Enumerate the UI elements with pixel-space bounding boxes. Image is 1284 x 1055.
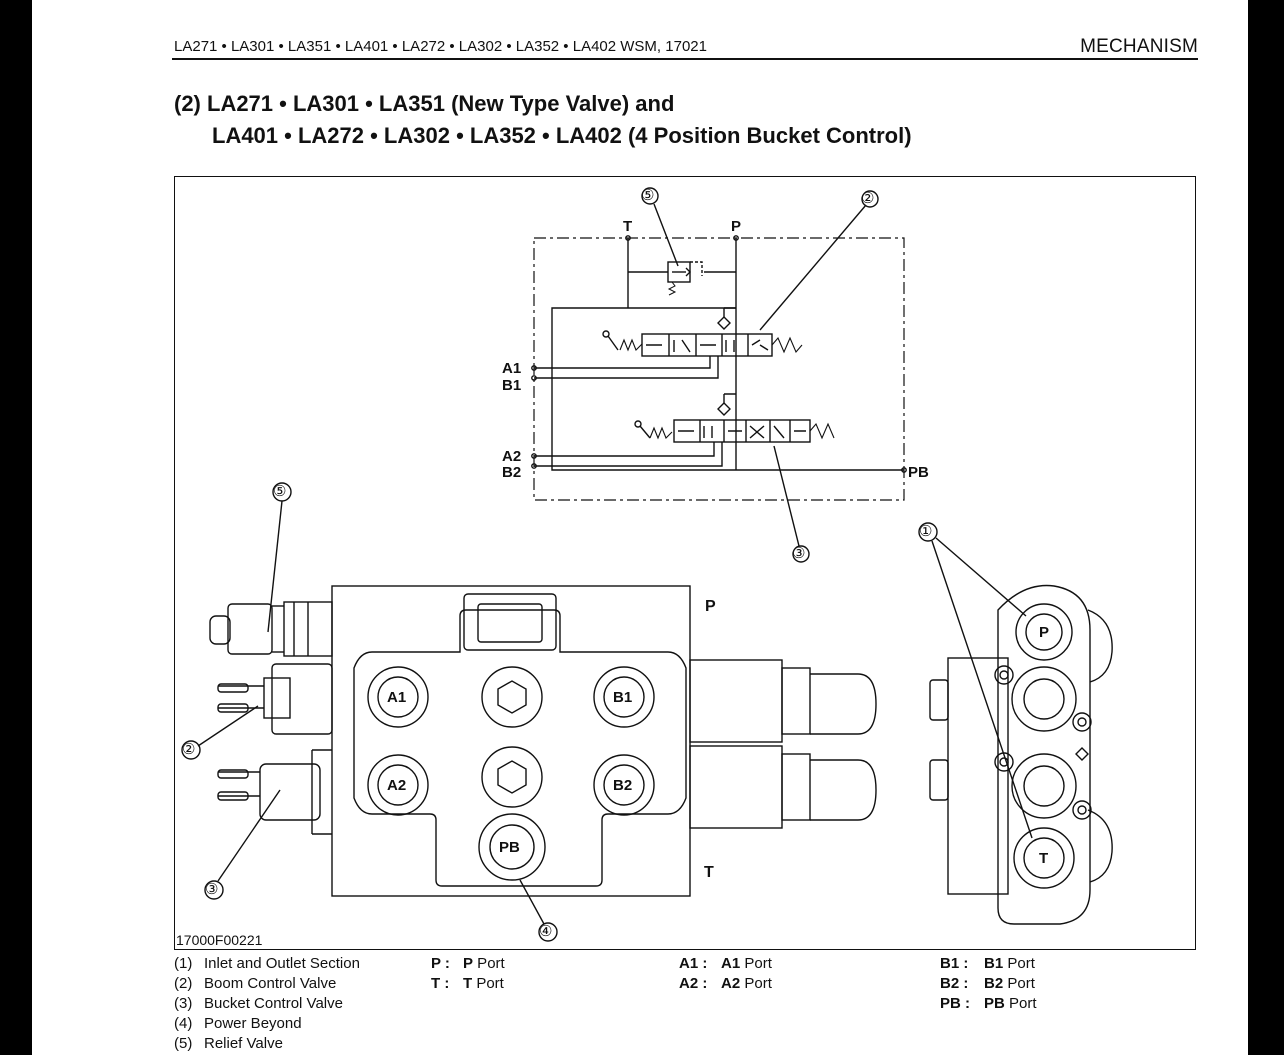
manual-page: LA271 • LA301 • LA351 • LA401 • LA272 • …: [32, 0, 1248, 1055]
callout-inlet-outlet: [918, 522, 1033, 839]
header-rule: [172, 58, 1198, 60]
legend-port: B2 :B2 Port: [940, 975, 1035, 992]
hydraulic-schematic: [531, 235, 907, 501]
legend-item: (5)Relief Valve: [174, 1035, 283, 1052]
legend-ports-b: B1 :B1 Port B2 :B2 Port PB :PB Port: [940, 954, 1037, 1014]
schematic-t-label: T: [623, 218, 633, 235]
side-p-label: P: [1039, 624, 1050, 641]
callout-2-schematic: ②: [861, 190, 875, 207]
callout-boom-front: [181, 705, 259, 760]
legend-port: P :P Port: [431, 955, 505, 972]
callout-5-schematic: ⑤: [641, 187, 655, 204]
legend-parts: (1)Inlet and Outlet Section (2)Boom Cont…: [174, 954, 360, 1054]
port-b2-label: B2: [613, 777, 633, 794]
legend-item: (2)Boom Control Valve: [174, 975, 337, 992]
schematic-a1-label: A1: [502, 360, 522, 377]
schematic-p-label: P: [731, 218, 742, 235]
figure-frame: [174, 176, 1196, 950]
port-b1-label: B1: [613, 689, 633, 706]
legend-port: A1 :A1 Port: [679, 955, 772, 972]
legend-port: PB :PB Port: [940, 995, 1037, 1012]
valve-body-side: [929, 584, 1113, 925]
side-t-label: T: [1039, 850, 1049, 867]
legend-ports-pt: P :P Port T :T Port: [431, 954, 505, 994]
legend-item: (4)Power Beyond: [174, 1015, 302, 1032]
header-section: MECHANISM: [1080, 36, 1198, 57]
callout-relief-front: [267, 482, 292, 633]
callout-3-front: ③: [205, 881, 219, 898]
callout-4-front: ④: [539, 923, 553, 940]
schematic-b1-label: B1: [502, 377, 522, 394]
body-p-label: P: [705, 598, 716, 615]
title-line-2: LA401 • LA272 • LA302 • LA352 • LA402 (4…: [212, 123, 912, 148]
port-a2-label: A2: [387, 777, 407, 794]
body-t-label: T: [704, 864, 714, 881]
callout-relief-schematic: [641, 187, 679, 267]
legend-port: B1 :B1 Port: [940, 955, 1035, 972]
legend-port: A2 :A2 Port: [679, 975, 772, 992]
valve-illustration: [181, 187, 1113, 942]
legend-ports-a: A1 :A1 Port A2 :A2 Port: [679, 954, 772, 994]
callout-3-schematic: ③: [792, 545, 806, 562]
title-line-1: (2) LA271 • LA301 • LA351 (New Type Valv…: [174, 91, 675, 116]
schematic-b2-label: B2: [502, 464, 522, 481]
callout-bucket-schematic: [773, 445, 810, 563]
header-models: LA271 • LA301 • LA351 • LA401 • LA272 • …: [174, 38, 707, 55]
callout-bucket-front: [204, 789, 281, 900]
figure-code: 17000F00221: [176, 932, 263, 948]
figure-text-layer: ⑤ ② ③ ⑤ ② ③ ④ ① T P A1 B1 A2 B2 PB P T A…: [32, 0, 1248, 1055]
legend-item: (3)Bucket Control Valve: [174, 995, 343, 1012]
legend-item: (1)Inlet and Outlet Section: [174, 955, 360, 972]
callout-boom-schematic: [759, 190, 879, 331]
schematic-a2-label: A2: [502, 448, 522, 465]
callout-power-beyond: [519, 879, 558, 942]
port-pb-label: PB: [499, 839, 520, 856]
valve-body-front: [209, 585, 877, 897]
callout-1-side: ①: [919, 523, 933, 540]
port-a1-label: A1: [387, 689, 407, 706]
callout-2-front: ②: [182, 741, 196, 758]
callout-5-front: ⑤: [273, 483, 287, 500]
section-title: (2) LA271 • LA301 • LA351 (New Type Valv…: [174, 88, 912, 152]
legend-port: T :T Port: [431, 975, 504, 992]
schematic-pb-label: PB: [908, 464, 929, 481]
